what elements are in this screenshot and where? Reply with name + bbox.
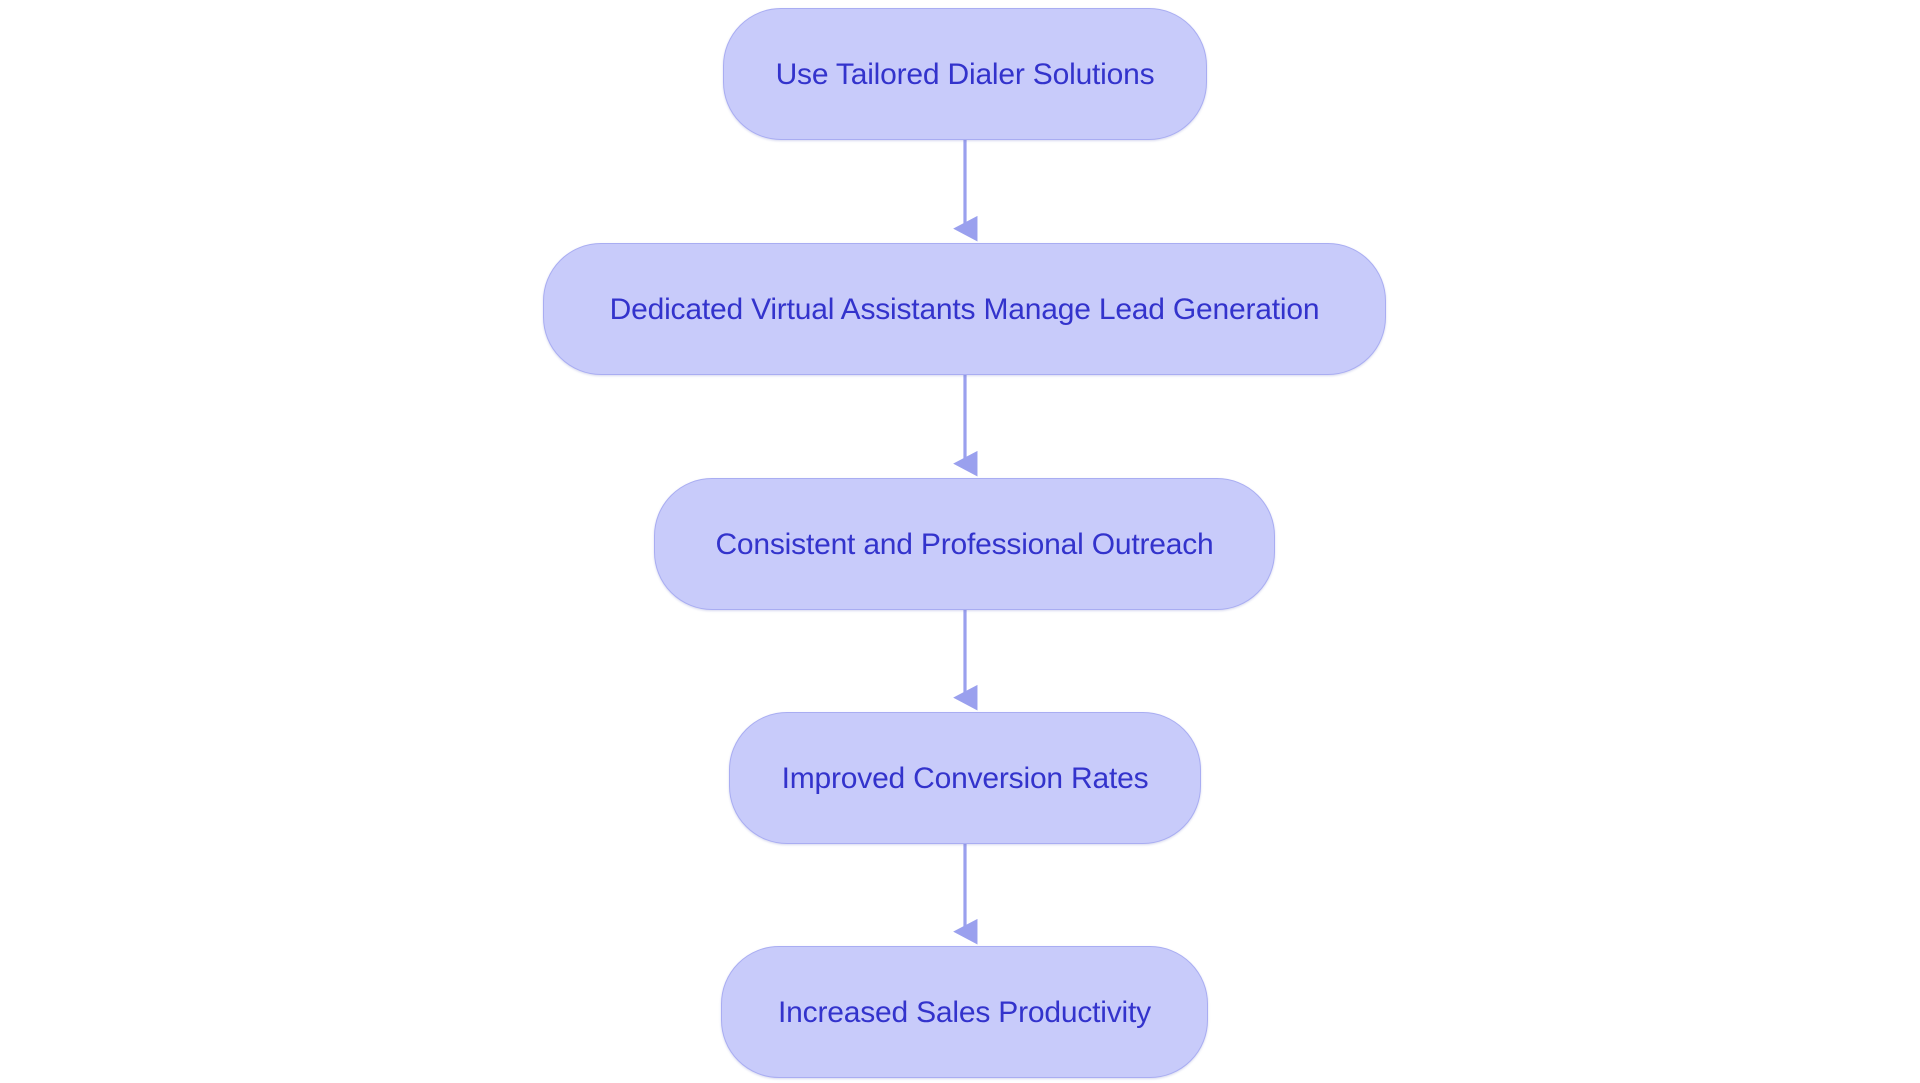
flow-node-improved-conversion-rates[interactable]: Improved Conversion Rates [729,712,1201,844]
flow-node-label: Increased Sales Productivity [778,995,1151,1029]
flow-node-label: Use Tailored Dialer Solutions [775,57,1155,91]
flow-node-label: Dedicated Virtual Assistants Manage Lead… [609,292,1320,326]
flow-node-label: Improved Conversion Rates [781,761,1149,795]
flow-node-use-tailored-dialer-solutions[interactable]: Use Tailored Dialer Solutions [723,8,1207,140]
flow-node-label: Consistent and Professional Outreach [715,527,1214,561]
flow-node-increased-sales-productivity[interactable]: Increased Sales Productivity [721,946,1208,1078]
flow-node-dedicated-virtual-assistants-manage-lead-generation[interactable]: Dedicated Virtual Assistants Manage Lead… [543,243,1386,375]
flow-node-consistent-and-professional-outreach[interactable]: Consistent and Professional Outreach [654,478,1275,610]
